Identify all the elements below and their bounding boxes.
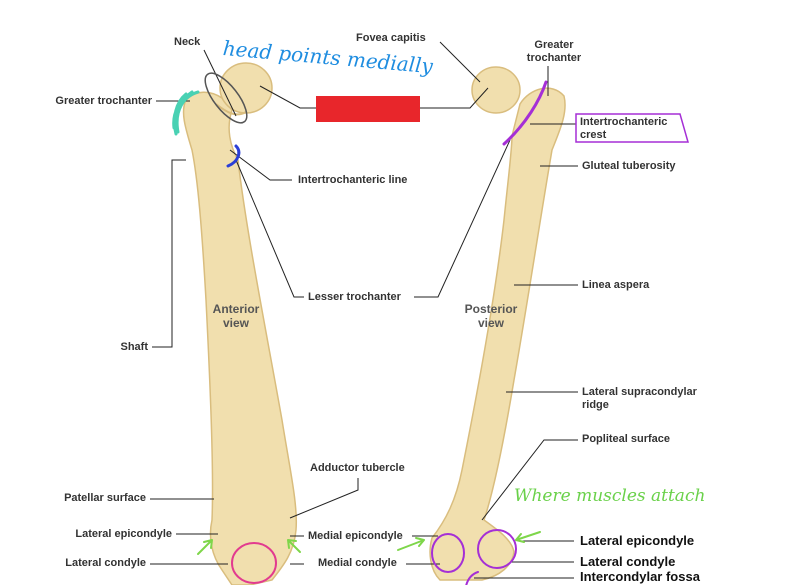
label-lesser-trochanter: Lesser trochanter — [308, 291, 401, 303]
green-arrow-3 — [397, 537, 425, 551]
view-label-posterior: Posterior view — [464, 302, 518, 330]
label-intercondylar-fossa: Intercondylar fossa — [580, 569, 700, 584]
label-patellar-surface: Patellar surface — [64, 492, 146, 504]
label-greater-trochanter-right: Greater trochanter — [526, 39, 582, 64]
label-popliteal-surface: Popliteal surface — [582, 433, 671, 445]
leader-intertrochanteric-line — [229, 149, 292, 181]
leader-neck — [203, 49, 237, 117]
posterior-femur-body — [429, 87, 566, 581]
purple-label-box — [575, 113, 689, 143]
leader-adductor-tubercle — [289, 478, 359, 519]
label-lateral-epicondyle-left: Lateral epicondyle — [75, 528, 172, 540]
leader-lesser-trochanter — [235, 159, 304, 298]
leader-lesser-trochanter-right — [414, 139, 511, 298]
anterior-neck-shade — [215, 103, 247, 116]
neck-outline-mark — [204, 72, 248, 124]
label-lateral-supracondylar-ridge: Lateral supracondylar ridge — [582, 386, 697, 411]
leader-popliteal — [481, 439, 578, 521]
annotation-marks — [172, 72, 689, 585]
label-gluteal-tuberosity: Gluteal tuberosity — [582, 160, 676, 172]
anterior-femur-body — [182, 91, 298, 585]
green-arrow-1 — [197, 539, 213, 555]
purple-fossa-mark — [465, 571, 479, 585]
purple-condyle-mark-1 — [431, 533, 465, 573]
magenta-condyle-mark — [231, 542, 277, 584]
posterior-femoral-head — [471, 66, 521, 114]
green-arrow-2 — [287, 539, 301, 553]
label-intertrochanteric-line: Intertrochanteric line — [298, 174, 408, 186]
leader-shaft — [152, 159, 186, 348]
label-neck: Neck — [174, 36, 201, 48]
redaction-block — [316, 96, 420, 122]
label-greater-trochanter-left: Greater trochanter — [55, 95, 152, 107]
label-lateral-condyle-right: Lateral condyle — [580, 554, 676, 569]
leader-fovea-left — [259, 85, 318, 109]
leader-fovea-right — [420, 87, 489, 109]
blue-mark — [226, 144, 241, 168]
label-shaft: Shaft — [120, 341, 149, 353]
label-adductor-tubercle: Adductor tubercle — [310, 462, 405, 474]
posterior-femur — [429, 66, 566, 581]
green-arrow-4 — [515, 531, 541, 543]
leader-lines — [150, 41, 578, 579]
label-medial-condyle: Medial condyle — [318, 557, 397, 569]
label-medial-epicondyle: Medial epicondyle — [308, 530, 403, 542]
view-label-anterior: Anterior view — [212, 302, 260, 330]
label-lateral-epicondyle-right: Lateral epicondyle — [580, 533, 695, 548]
label-lateral-condyle-left: Lateral condyle — [65, 557, 146, 569]
purple-condyle-mark-2 — [477, 529, 517, 569]
teal-mark — [172, 90, 200, 136]
purple-crest-mark — [502, 80, 548, 146]
note-where-muscles-attach: Where muscles attach — [514, 486, 706, 506]
label-intertrochanteric-crest: Intertrochanteric crest — [580, 116, 668, 141]
label-linea-aspera: Linea aspera — [582, 279, 650, 291]
leader-fovea-top — [439, 41, 481, 83]
label-fovea-capitis: Fovea capitis — [356, 32, 426, 44]
